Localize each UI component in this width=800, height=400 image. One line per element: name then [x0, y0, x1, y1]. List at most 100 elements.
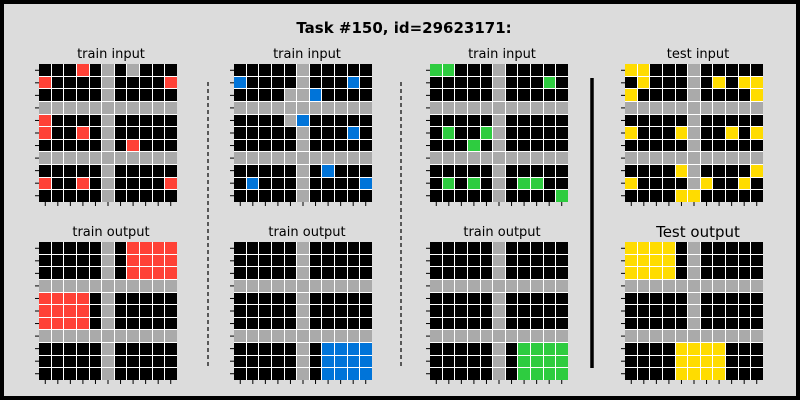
- grid-cell: [493, 330, 505, 343]
- grid-cell: [713, 317, 726, 330]
- grid-cell: [726, 165, 738, 177]
- grid-cell: [442, 317, 455, 330]
- grid-cell: [738, 89, 751, 101]
- grid-cell: [480, 343, 493, 355]
- grid-train-output-3: [430, 242, 568, 380]
- grid-cell: [442, 368, 455, 380]
- grid-cell: [442, 343, 455, 355]
- grid-cell: [430, 114, 442, 127]
- grid-cell: [297, 317, 309, 330]
- grid-cell: [662, 76, 675, 89]
- grid-cell: [64, 190, 76, 202]
- grid-cell: [297, 89, 309, 101]
- grid-cell: [102, 242, 114, 254]
- grid-cell: [700, 305, 713, 317]
- axis-ticks: [621, 69, 758, 206]
- grid-cell: [738, 267, 751, 279]
- grid-cell: [556, 64, 568, 76]
- grid-cell: [140, 355, 152, 368]
- grid-cell: [637, 267, 650, 279]
- grid-cell: [726, 330, 738, 343]
- grid-cell: [531, 127, 543, 139]
- grid-cell: [347, 279, 360, 292]
- grid-cell: [637, 368, 650, 380]
- grid-cell: [271, 254, 284, 267]
- grid-cell: [322, 177, 335, 190]
- grid-cell: [713, 368, 726, 380]
- grid-cell: [493, 368, 505, 380]
- grid-cell: [76, 292, 89, 305]
- grid-cell: [322, 330, 335, 343]
- grid-cell: [271, 242, 284, 254]
- grid-cell: [493, 165, 505, 177]
- grid-cell: [51, 343, 64, 355]
- grid-cell: [713, 330, 726, 343]
- grid-cell: [675, 355, 688, 368]
- grid-cell: [531, 279, 543, 292]
- grid-cell: [76, 267, 89, 279]
- grid-cell: [259, 114, 271, 127]
- grid-cell: [322, 76, 335, 89]
- grid-cell: [76, 355, 89, 368]
- grid-cell: [234, 64, 246, 76]
- grid-cell: [152, 279, 165, 292]
- grid-cell: [297, 254, 309, 267]
- grid-cell: [234, 343, 246, 355]
- grid-cell: [51, 89, 64, 101]
- grid-cell: [89, 101, 102, 114]
- grid-cell: [625, 368, 637, 380]
- grid-cell: [152, 101, 165, 114]
- grid-cell: [650, 114, 662, 127]
- grid-cell: [662, 165, 675, 177]
- grid-cell: [700, 139, 713, 152]
- grid-cell: [455, 114, 467, 127]
- grid-cell: [543, 254, 556, 267]
- axis-ticks: [35, 247, 172, 384]
- grid-cell: [76, 190, 89, 202]
- grid-cell: [114, 355, 127, 368]
- grid-cell: [114, 292, 127, 305]
- grid-cell: [246, 165, 259, 177]
- grid-cell: [284, 165, 297, 177]
- grid-cell: [127, 355, 140, 368]
- grid-cell: [347, 355, 360, 368]
- grid-cell: [675, 267, 688, 279]
- grid-cell: [297, 279, 309, 292]
- grid-cell: [518, 305, 531, 317]
- grid-cell: [726, 254, 738, 267]
- grid-cell: [467, 305, 480, 317]
- grid-cell: [675, 292, 688, 305]
- grid-cell: [335, 292, 347, 305]
- grid-cell: [637, 254, 650, 267]
- grid-cell: [455, 330, 467, 343]
- grid-cell: [650, 317, 662, 330]
- grid-cell: [297, 165, 309, 177]
- grid-cell: [713, 152, 726, 165]
- grid-cell: [335, 368, 347, 380]
- grid-cell: [688, 165, 700, 177]
- grid-cell: [455, 139, 467, 152]
- grid-cell: [114, 368, 127, 380]
- grid-cell: [442, 101, 455, 114]
- grid-cell: [688, 89, 700, 101]
- grid-cell: [284, 190, 297, 202]
- grid-cell: [738, 152, 751, 165]
- grid-cell: [39, 89, 51, 101]
- grid-cell: [246, 152, 259, 165]
- grid-cell: [271, 317, 284, 330]
- grid-cell: [467, 127, 480, 139]
- grid-cell: [322, 279, 335, 292]
- grid-cell: [688, 343, 700, 355]
- grid-cell: [89, 76, 102, 89]
- grid-cell: [675, 114, 688, 127]
- grid-cell: [662, 343, 675, 355]
- grid-cell: [625, 279, 637, 292]
- grid-cell: [430, 242, 442, 254]
- grid-cell: [89, 267, 102, 279]
- grid-cell: [480, 305, 493, 317]
- grid-cell: [89, 355, 102, 368]
- grid-cell: [114, 114, 127, 127]
- grid-cell: [518, 64, 531, 76]
- axis-ticks: [35, 69, 172, 206]
- grid-cell: [322, 89, 335, 101]
